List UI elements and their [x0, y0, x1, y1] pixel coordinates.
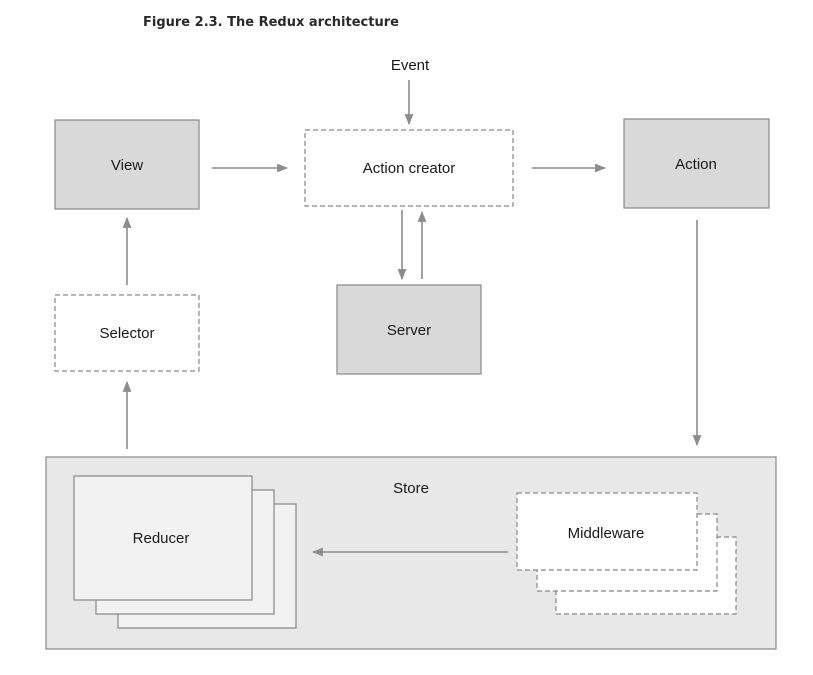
event-label: Event: [391, 57, 430, 74]
reducer-stack: Reducer: [73, 475, 297, 629]
action-creator-label: Action creator: [363, 160, 456, 177]
action-label: Action: [675, 156, 717, 173]
view-label: View: [111, 157, 143, 174]
server-label: Server: [387, 322, 431, 339]
middleware-stack: Middleware: [516, 492, 737, 615]
figure-caption: Figure 2.3. The Redux architecture: [143, 15, 399, 30]
reducer-label: Reducer: [133, 530, 190, 547]
selector-label: Selector: [99, 325, 154, 342]
selector-box: [54, 294, 200, 372]
store-label: Store: [393, 480, 429, 497]
action-box: [623, 118, 770, 209]
action-creator-box: [304, 129, 514, 207]
middleware-box: [516, 492, 698, 571]
server-box: [336, 284, 482, 375]
view-box: [54, 119, 200, 210]
middleware-label: Middleware: [568, 525, 645, 542]
reducer-box: [73, 475, 253, 601]
